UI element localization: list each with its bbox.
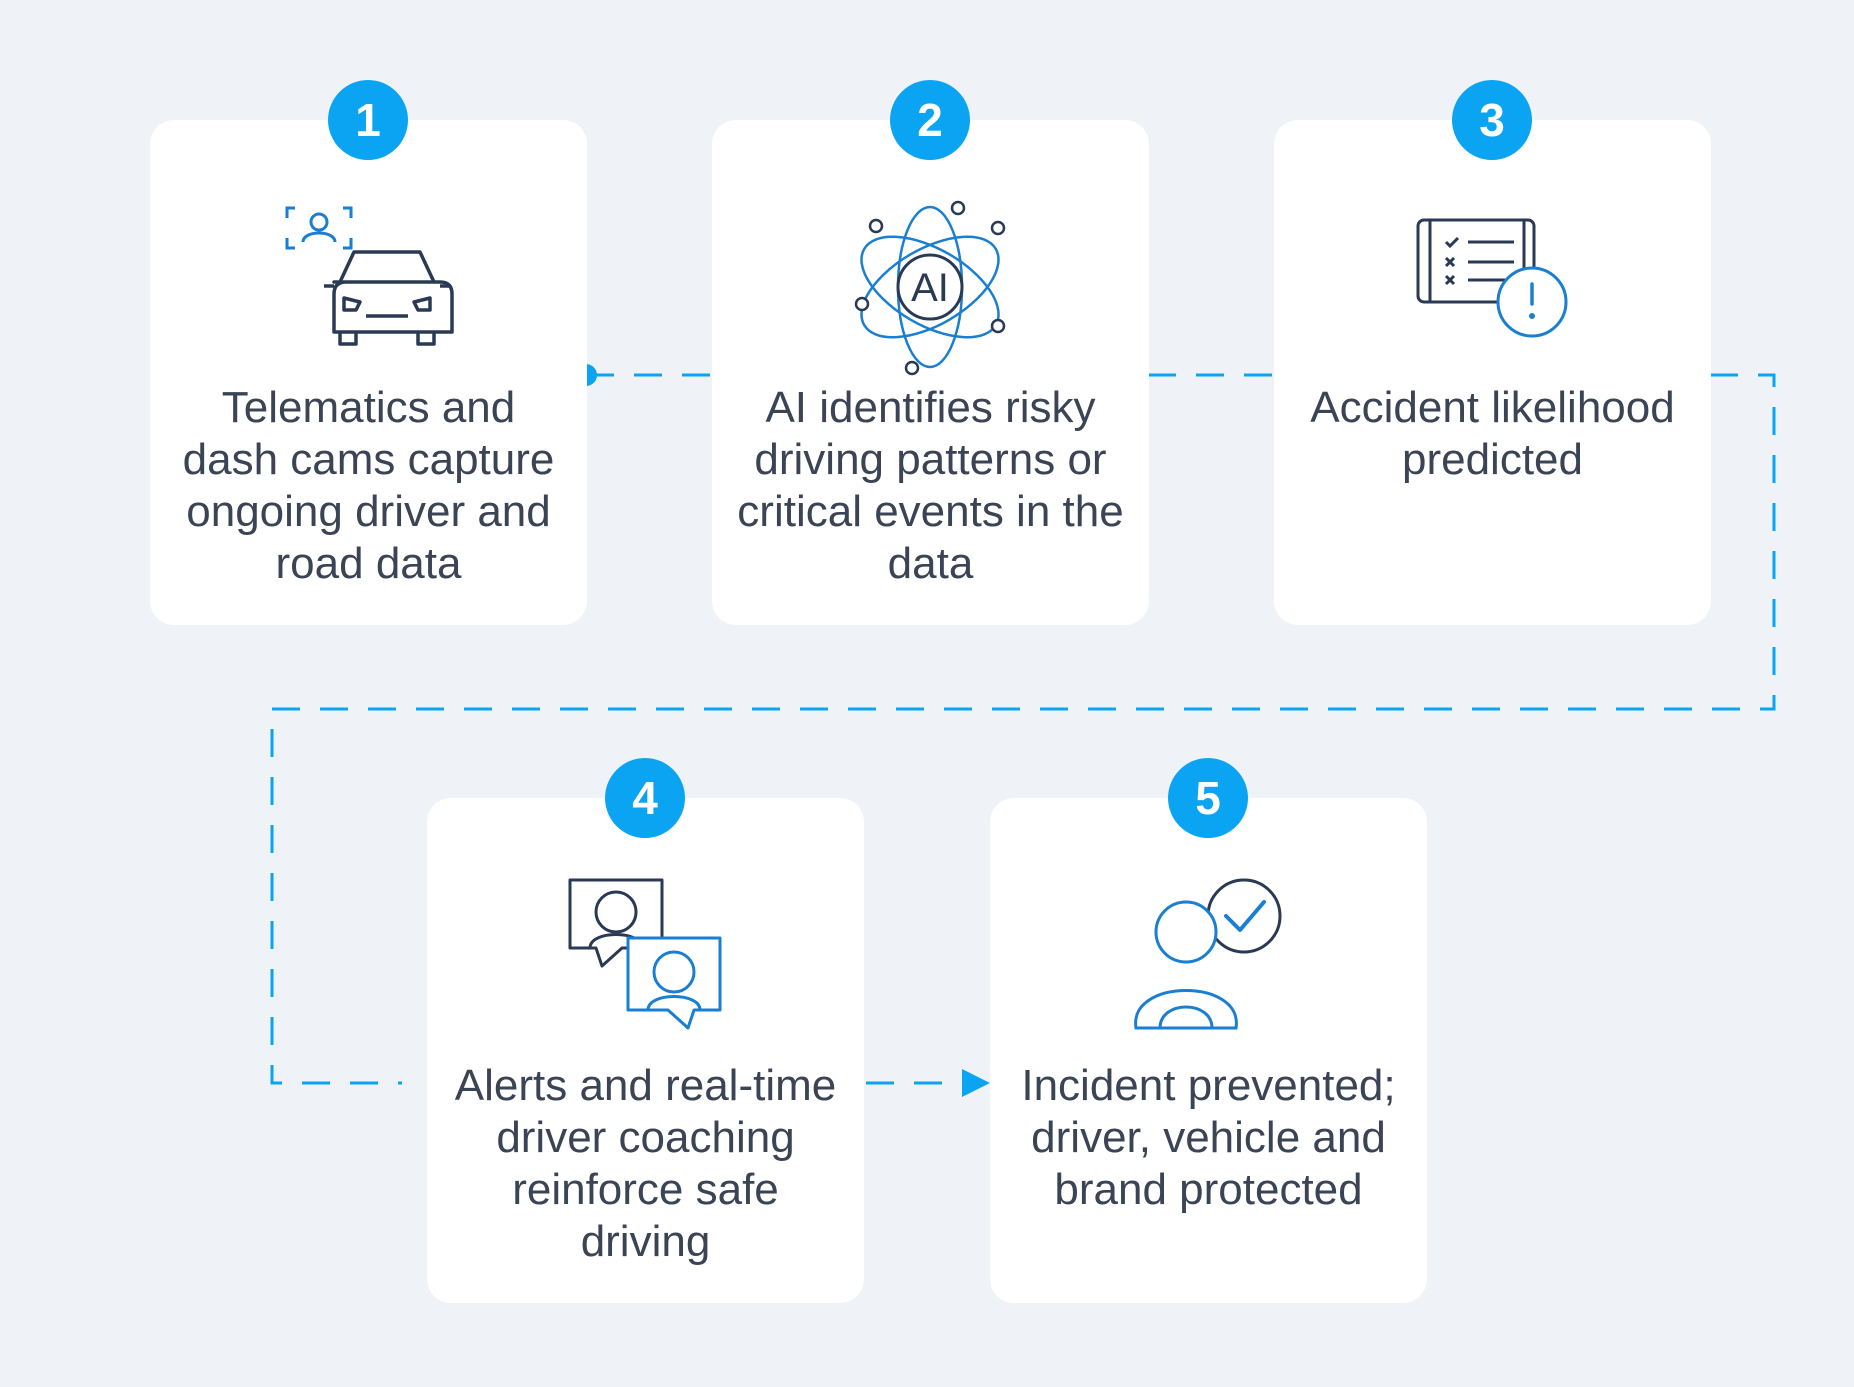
ai-atom-icon: AI — [854, 200, 1006, 376]
step-4-text: Alerts and real-time driver coaching rei… — [454, 1061, 837, 1266]
step-card-2: AI AI identifies risky driving patterns … — [712, 120, 1149, 625]
step-card-5: Incident prevented; driver, vehicle and … — [990, 798, 1427, 1303]
step-1-text: Telematics and dash cams capture ongoing… — [182, 383, 555, 588]
connector-3-4 — [270, 373, 1776, 1085]
step-badge-5: 5 — [1168, 758, 1248, 838]
step-card-3: Accident likelihood predicted — [1274, 120, 1711, 625]
step-2-text: AI identifies risky driving patterns or … — [737, 383, 1124, 588]
step-card-1: Telematics and dash cams capture ongoing… — [150, 120, 587, 625]
step-3-text: Accident likelihood predicted — [1310, 383, 1675, 484]
car-camera-icon — [285, 206, 454, 346]
connector-arrowhead — [962, 1069, 990, 1097]
step-badge-1: 1 — [328, 80, 408, 160]
step-badge-3: 3 — [1452, 80, 1532, 160]
step-badge-4: 4 — [605, 758, 685, 838]
driver-coaching-chat-icon — [568, 878, 722, 1030]
svg-text:AI: AI — [911, 266, 949, 310]
checklist-alert-icon — [1416, 218, 1568, 338]
step-5-text: Incident prevented; driver, vehicle and … — [1021, 1061, 1396, 1214]
step-card-4: Alerts and real-time driver coaching rei… — [427, 798, 864, 1303]
step-badge-2: 2 — [890, 80, 970, 160]
protected-driver-icon — [1134, 878, 1282, 1030]
